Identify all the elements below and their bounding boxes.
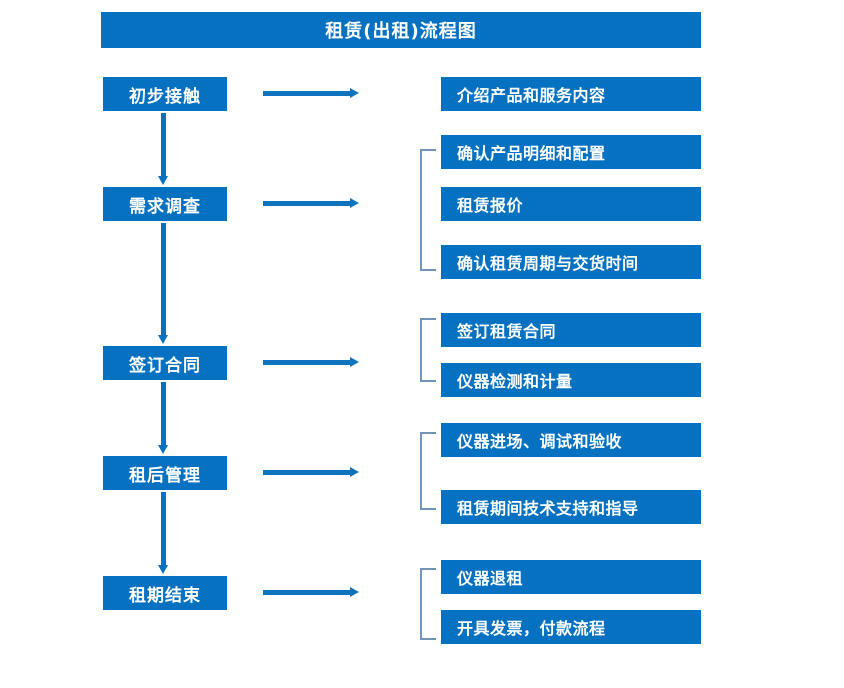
- stage-box-post-rental-management[interactable]: 租后管理: [103, 456, 227, 490]
- detail-box-confirm-product-details[interactable]: 确认产品明细和配置: [441, 135, 701, 169]
- right-arrow-lease-end: [263, 587, 359, 598]
- detail-box-confirm-lease-period-delivery[interactable]: 确认租赁周期与交货时间: [441, 245, 701, 279]
- right-arrow-sign-contract: [263, 357, 359, 368]
- down-arrow-post-rental-to-lease-end: [158, 492, 169, 574]
- stage-box-lease-end[interactable]: 租期结束: [103, 576, 227, 610]
- bracket-post-rental-group: [420, 432, 436, 510]
- bracket-needs-survey-group: [420, 149, 436, 271]
- stage-box-needs-survey[interactable]: 需求调查: [103, 187, 227, 221]
- detail-box-sign-lease-contract[interactable]: 签订租赁合同: [441, 313, 701, 347]
- page-title: 租赁(出租)流程图: [101, 12, 701, 48]
- right-arrow-initial-contact: [263, 88, 359, 99]
- detail-box-technical-support-during-lease[interactable]: 租赁期间技术支持和指导: [441, 490, 701, 524]
- bracket-sign-contract-group: [420, 318, 436, 382]
- down-arrow-initial-contact-to-needs-survey: [158, 113, 169, 185]
- detail-box-instrument-return[interactable]: 仪器退租: [441, 560, 701, 594]
- down-arrow-sign-contract-to-post-rental: [158, 382, 169, 454]
- stage-box-initial-contact[interactable]: 初步接触: [103, 77, 227, 111]
- detail-box-instrument-entry-commissioning-acceptance[interactable]: 仪器进场、调试和验收: [441, 423, 701, 457]
- bracket-lease-end-group: [420, 568, 436, 640]
- detail-box-invoice-payment-process[interactable]: 开具发票，付款流程: [441, 610, 701, 644]
- right-arrow-post-rental: [263, 467, 359, 478]
- detail-box-instrument-inspection-metering[interactable]: 仪器检测和计量: [441, 363, 701, 397]
- right-arrow-needs-survey: [263, 198, 359, 209]
- detail-box-rental-quotation[interactable]: 租赁报价: [441, 187, 701, 221]
- stage-box-sign-contract[interactable]: 签订合同: [103, 346, 227, 380]
- detail-box-introduce-products-services[interactable]: 介绍产品和服务内容: [441, 77, 701, 111]
- down-arrow-needs-survey-to-sign-contract: [158, 223, 169, 344]
